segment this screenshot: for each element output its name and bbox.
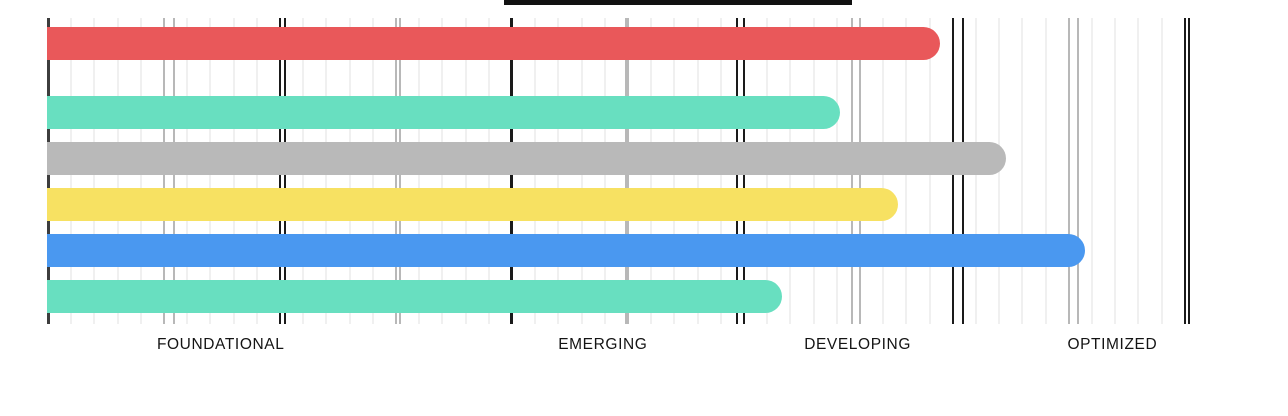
title-underline-rule xyxy=(504,0,852,5)
x-axis-label-foundational: FOUNDATIONAL xyxy=(156,336,285,353)
plot-area xyxy=(47,18,1205,324)
x-axis-label-emerging: EMERGING xyxy=(558,336,648,353)
bar-series xyxy=(47,18,1205,324)
x-axis-tick-labels: FOUNDATIONAL EMERGING DEVELOPING OPTIMIZED xyxy=(47,336,1205,366)
bar-2 xyxy=(47,96,840,129)
x-axis-label-optimized: OPTIMIZED xyxy=(1067,336,1158,353)
bar-4 xyxy=(47,188,898,221)
bar-1 xyxy=(47,27,940,60)
bar-3 xyxy=(47,142,1006,175)
bar-5 xyxy=(47,234,1085,267)
x-axis-label-developing: DEVELOPING xyxy=(804,336,911,353)
bar-6 xyxy=(47,280,782,313)
